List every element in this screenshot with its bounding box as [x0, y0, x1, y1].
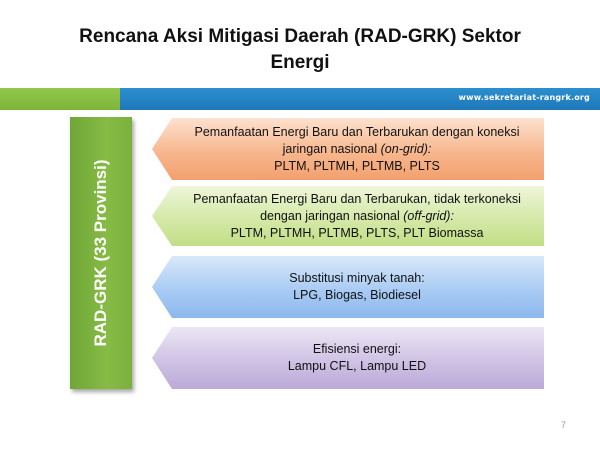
- arrow-box-efficiency: Efisiensi energi: Lampu CFL, Lampu LED: [152, 327, 544, 389]
- box-1-line-3: PLTM, PLTMH, PLTMB, PLTS: [274, 158, 440, 173]
- website-url[interactable]: www.sekretariat-rangrk.org: [458, 93, 590, 102]
- box-1-line-2-text: jaringan nasional: [282, 141, 381, 156]
- band-blue-segment: [120, 88, 600, 110]
- title-line-2: Energi: [270, 52, 330, 73]
- page-number: 7: [560, 420, 566, 430]
- box-3-line-2: LPG, Biogas, Biodiesel: [293, 288, 421, 302]
- side-bar-label: RAD-GRK (33 Provinsi): [91, 159, 110, 347]
- box-1-line-2: jaringan nasional (on-grid):: [283, 141, 432, 158]
- box-3-line-1: Substitusi minyak tanah:: [289, 271, 425, 285]
- box-4-line-2: Lampu CFL, Lampu LED: [287, 359, 427, 373]
- arrow-box-substitution: Substitusi minyak tanah: LPG, Biogas, Bi…: [152, 256, 544, 318]
- header-band: www.sekretariat-rangrk.org: [0, 88, 600, 110]
- box-2-line-3: PLTM, PLTMH, PLTMB, PLTS, PLT Biomassa: [230, 225, 484, 240]
- box-2-line-1: Pemanfaatan Energi Baru dan Terbarukan, …: [193, 191, 521, 206]
- rad-grk-side-bar: RAD-GRK (33 Provinsi): [70, 117, 132, 389]
- box-2-line-2-italic: (off-grid):: [403, 208, 454, 223]
- box-2-line-2-text: dengan jaringan nasional: [260, 208, 404, 223]
- arrow-box-on-grid: Pemanfaatan Energi Baru dan Terbarukan d…: [152, 118, 544, 180]
- box-1-line-1: Pemanfaatan Energi Baru dan Terbarukan d…: [194, 124, 520, 139]
- box-1-line-2-italic: (on-grid):: [380, 141, 432, 156]
- arrow-box-off-grid: Pemanfaatan Energi Baru dan Terbarukan, …: [152, 186, 544, 246]
- band-green-segment: [0, 88, 120, 110]
- box-2-line-2: dengan jaringan nasional (off-grid):: [260, 208, 454, 225]
- title-line-1: Rencana Aksi Mitigasi Daerah (RAD-GRK) S…: [79, 26, 521, 47]
- box-4-line-1: Efisiensi energi:: [312, 342, 402, 356]
- page-title: Rencana Aksi Mitigasi Daerah (RAD-GRK) S…: [20, 24, 580, 76]
